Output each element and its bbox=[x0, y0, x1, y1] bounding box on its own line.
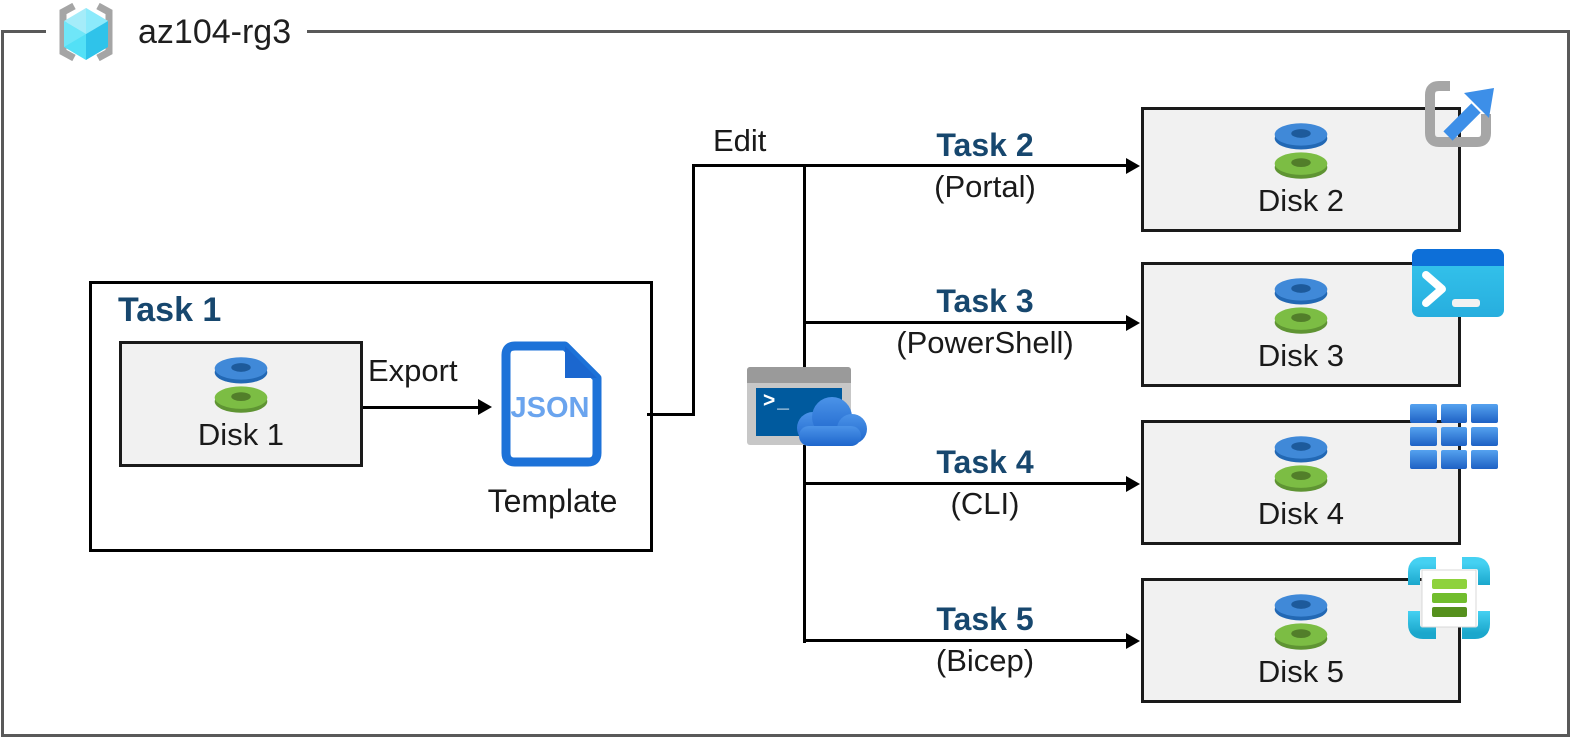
task2-arrowhead bbox=[1126, 158, 1140, 174]
managed-disk-icon bbox=[214, 357, 268, 413]
azure-portal-icon bbox=[1425, 81, 1494, 147]
powershell-titlebar bbox=[1412, 249, 1504, 266]
disk-label: Disk 5 bbox=[1257, 654, 1345, 689]
connector-up-to-edit bbox=[692, 164, 695, 416]
managed-disk-icon bbox=[1274, 278, 1328, 334]
disk3-box: Disk 3 bbox=[1141, 262, 1461, 387]
disk4-box: Disk 4 bbox=[1141, 420, 1461, 545]
task3-arrow-line bbox=[803, 321, 1128, 324]
cli-grid-cell bbox=[1471, 450, 1498, 469]
disk-label: Disk 3 bbox=[1257, 338, 1345, 373]
managed-disk-icon bbox=[1274, 436, 1328, 492]
resource-group-name: az104-rg3 bbox=[138, 12, 292, 51]
managed-disk-icon bbox=[1274, 123, 1328, 179]
managed-disk-icon bbox=[1274, 594, 1328, 650]
powershell-icon bbox=[1412, 249, 1504, 317]
bicep-template-icon bbox=[1408, 557, 1490, 639]
cli-grid-cell bbox=[1410, 427, 1437, 446]
task5-arrow-line bbox=[803, 639, 1128, 642]
connector-task1-exit bbox=[647, 413, 695, 416]
cli-grid-cell bbox=[1410, 404, 1437, 423]
azure-resource-group-icon bbox=[59, 2, 113, 62]
disk-label: Disk 4 bbox=[1257, 496, 1345, 531]
disk5-box: Disk 5 bbox=[1141, 578, 1461, 703]
task3-method: (PowerShell) bbox=[896, 325, 1074, 360]
task2-arrow-line bbox=[692, 164, 1128, 167]
task5-method: (Bicep) bbox=[935, 643, 1035, 678]
task2-method: (Portal) bbox=[934, 169, 1036, 204]
cli-grid-cell bbox=[1440, 450, 1468, 469]
resource-group-header: az104-rg3 bbox=[46, 0, 308, 64]
disk2-box: Disk 2 bbox=[1141, 107, 1461, 232]
json-template-icon: JSON bbox=[501, 341, 602, 467]
task1-title: Task 1 bbox=[118, 291, 222, 329]
export-arrow-line bbox=[363, 406, 480, 409]
template-label: Template bbox=[487, 483, 618, 519]
cloud-icon bbox=[797, 397, 867, 446]
disk1-box: Disk 1 bbox=[119, 341, 363, 467]
task4-arrow-line bbox=[803, 482, 1128, 485]
powershell-prompt-glyph bbox=[1422, 271, 1480, 307]
task5-label: Task 5 bbox=[936, 601, 1034, 637]
cloud-shell-titlebar bbox=[747, 367, 851, 383]
task3-arrowhead bbox=[1126, 315, 1140, 331]
azure-cli-icon bbox=[1410, 404, 1498, 469]
disk-label: Disk 2 bbox=[1257, 183, 1345, 218]
task3-label: Task 3 bbox=[936, 283, 1034, 319]
cli-grid-cell bbox=[1440, 404, 1468, 423]
task2-label: Task 2 bbox=[936, 127, 1034, 163]
export-arrowhead bbox=[478, 399, 492, 415]
json-icon-text: JSON bbox=[511, 392, 590, 424]
task4-arrowhead bbox=[1126, 476, 1140, 492]
cli-grid-cell bbox=[1440, 427, 1468, 446]
terminal-prompt: >_ bbox=[763, 389, 791, 412]
cli-grid-cell bbox=[1471, 427, 1498, 446]
disk-label: Disk 1 bbox=[197, 417, 285, 452]
resource-group-frame bbox=[1, 30, 1570, 737]
export-label: Export bbox=[368, 353, 458, 388]
task5-arrowhead bbox=[1126, 633, 1140, 649]
edit-label: Edit bbox=[713, 123, 767, 158]
task4-method: (CLI) bbox=[950, 486, 1020, 521]
task4-label: Task 4 bbox=[936, 444, 1034, 480]
cli-grid-cell bbox=[1410, 450, 1437, 469]
cli-grid-cell bbox=[1471, 404, 1498, 423]
